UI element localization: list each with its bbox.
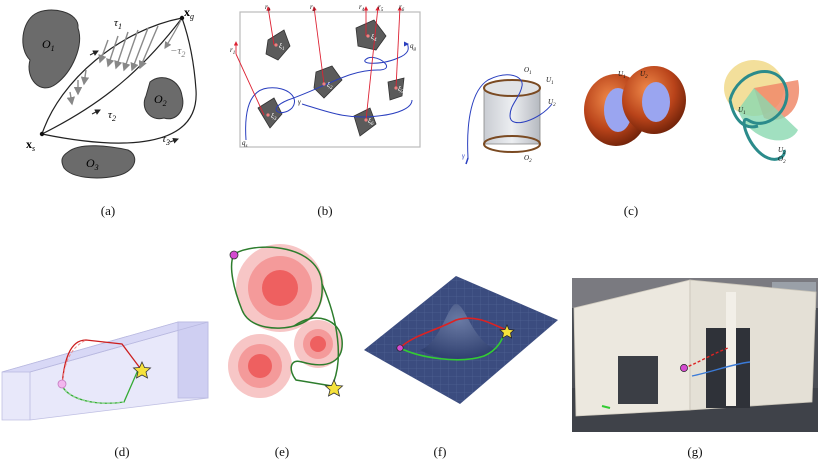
label-o1: O1 [42,37,55,53]
translucent-box [1,321,209,421]
xi-points [266,34,398,122]
caption-b: (b) [317,203,333,218]
path-green [601,405,611,409]
svg-text:r1: r1 [230,46,235,56]
svg-text:O1: O1 [524,66,532,76]
panel-f-diagram [364,276,558,404]
svg-text:r4: r4 [359,3,365,13]
obstacle-o3 [61,145,136,179]
caption-c: (c) [623,203,639,218]
start-marker [229,250,239,260]
svg-text:ξ2: ξ2 [327,81,333,91]
svg-text:ξ1: ξ1 [279,42,285,52]
goal-star [324,379,344,397]
knot-surfaces [724,60,800,161]
svg-text:r3: r3 [265,3,271,13]
panel-d [0,240,220,430]
svg-text:U2: U2 [640,70,648,80]
caption-f: (f) [433,444,447,459]
path-red [399,317,507,349]
path-red [61,339,141,387]
terrain-hill [420,304,498,359]
obstacle-o1 [22,9,80,89]
svg-text:ξ3: ξ3 [271,112,277,122]
label-o3: O3 [86,156,99,172]
panel-d-diagram [1,321,209,421]
path-blue [691,361,751,377]
panel-g [572,278,818,432]
panel-a-diagram: O1 O2 O3 xs xg τ1 τ2 τ3 −τ2 [22,5,197,179]
obstacles [257,19,405,137]
svg-text:O2: O2 [524,154,532,164]
svg-text:r6: r6 [399,3,405,13]
svg-text:γ: γ [298,98,301,106]
panel-b-diagram: ξ1 ξ2 ξ3 ξ4 ξ5 ξ6 r1 r3 r2 r4 r5 r6 γ qs… [230,3,421,149]
path-neg-tau2 [164,17,183,50]
caption-g: (g) [687,444,703,459]
path-tau3 [41,17,197,144]
svg-text:ξ6: ξ6 [368,117,374,127]
panel-b: ξ1 ξ2 ξ3 ξ4 ξ5 ξ6 r1 r3 r2 r4 r5 r6 γ qs… [228,0,428,200]
svg-text:U2: U2 [778,146,786,156]
path-green-loop [230,246,323,329]
start-marker [57,379,67,389]
label-tau3: τ3 [162,133,170,147]
panel-c: O1 U1 U2 O2 γ U1 U2 U1 U2 O2 [448,0,820,200]
cylinder [465,74,553,165]
label-tau2: τ2 [108,109,116,123]
panel-c-diagram: O1 U1 U2 O2 γ U1 U2 U1 U2 O2 [462,60,800,165]
svg-text:U1: U1 [546,76,554,86]
path-tau2 [41,17,183,135]
svg-text:r2: r2 [310,3,316,13]
label-goal: xg [184,5,194,21]
svg-text:qs: qs [242,139,248,149]
svg-text:ξ4: ξ4 [371,33,377,43]
start-marker [396,344,404,352]
svg-text:ξ5: ξ5 [398,85,404,95]
caption-d: (d) [114,444,130,459]
path-tau1 [41,17,183,135]
torus-pair [584,66,686,146]
goal-star [132,361,152,379]
obstacle-o2 [143,77,184,120]
svg-text:O2: O2 [778,155,786,165]
cost-blobs [228,244,342,398]
label-o2: O2 [154,92,167,108]
svg-text:U1: U1 [738,106,746,116]
svg-text:γ: γ [462,152,465,160]
panel-e-diagram [228,244,344,398]
svg-text:U1: U1 [618,70,626,80]
label-tau1: τ1 [114,17,122,31]
label-neg-tau2: −τ2 [170,45,185,59]
svg-text:U2: U2 [548,98,556,108]
svg-text:r5: r5 [378,3,384,13]
panel-a: O1 O2 O3 xs xg τ1 τ2 τ3 −τ2 [0,0,215,200]
rays [233,6,403,121]
goal-star [499,324,515,339]
caption-a: (a) [100,203,116,218]
panel-f [360,240,560,440]
homotopy-arrows [66,25,159,106]
path-red [683,347,729,369]
panel-e [220,240,360,440]
svg-text:qg: qg [410,42,417,52]
path-green [399,329,507,361]
path-gamma [245,41,409,141]
caption-e: (e) [274,444,290,459]
start-marker [680,364,688,372]
label-start: xs [26,137,35,153]
panel-g-photo [572,278,818,432]
